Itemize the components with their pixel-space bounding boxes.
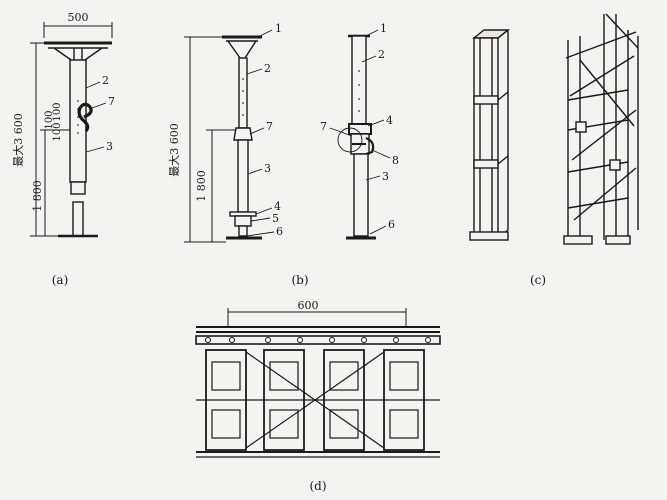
panel-b-label-2: 2 bbox=[264, 62, 271, 75]
panel-d-frame-scaffold bbox=[195, 308, 441, 458]
panel-b-lower-dim: 1 800 bbox=[195, 170, 208, 202]
panel-b-height-dim: 最大3 600 bbox=[167, 123, 181, 177]
panel-a-pin-spacing-2: 100 bbox=[52, 122, 63, 141]
panel-b-label-1: 1 bbox=[275, 22, 282, 35]
panel-b-label-3: 3 bbox=[264, 162, 271, 175]
panel-b-prop bbox=[184, 29, 275, 243]
panel-a-height-dim: 最大3 600 bbox=[11, 113, 25, 167]
hook-pin-icon bbox=[77, 102, 93, 132]
panel-a-width-dim: 500 bbox=[68, 11, 89, 24]
panel-a-label-3: 3 bbox=[106, 140, 113, 153]
caption-b: (b) bbox=[291, 273, 308, 287]
panel-c-tower-frames bbox=[469, 13, 639, 245]
caption-d: (d) bbox=[309, 479, 326, 493]
panel-a-prop bbox=[30, 22, 113, 238]
panel-b-label-5: 5 bbox=[272, 212, 279, 225]
panel-b2-prop bbox=[329, 29, 391, 240]
panel-b2-label-7: 7 bbox=[320, 120, 327, 133]
caption-a: (a) bbox=[52, 273, 69, 287]
panel-a-label-7: 7 bbox=[108, 95, 115, 108]
panel-a-pin-spacing-3: 100 bbox=[44, 110, 55, 129]
panel-b-label-6: 6 bbox=[276, 225, 283, 238]
panel-b2-label-8: 8 bbox=[392, 154, 399, 167]
panel-a-pin-spacing-1: 100 bbox=[52, 102, 63, 121]
panel-b2-label-3: 3 bbox=[382, 170, 389, 183]
panel-b-label-4: 4 bbox=[274, 200, 281, 213]
panel-b2-label-1: 1 bbox=[380, 22, 387, 35]
caption-c: (c) bbox=[530, 273, 546, 287]
panel-a-lower-dim: 1 800 bbox=[31, 180, 44, 212]
panel-b2-label-4: 4 bbox=[386, 114, 393, 127]
panel-b2-label-2: 2 bbox=[378, 48, 385, 61]
panel-b-label-7: 7 bbox=[266, 120, 273, 133]
panel-a-label-2: 2 bbox=[102, 74, 109, 87]
panel-b2-label-6: 6 bbox=[388, 218, 395, 231]
panel-d-span-dim: 600 bbox=[298, 299, 319, 312]
